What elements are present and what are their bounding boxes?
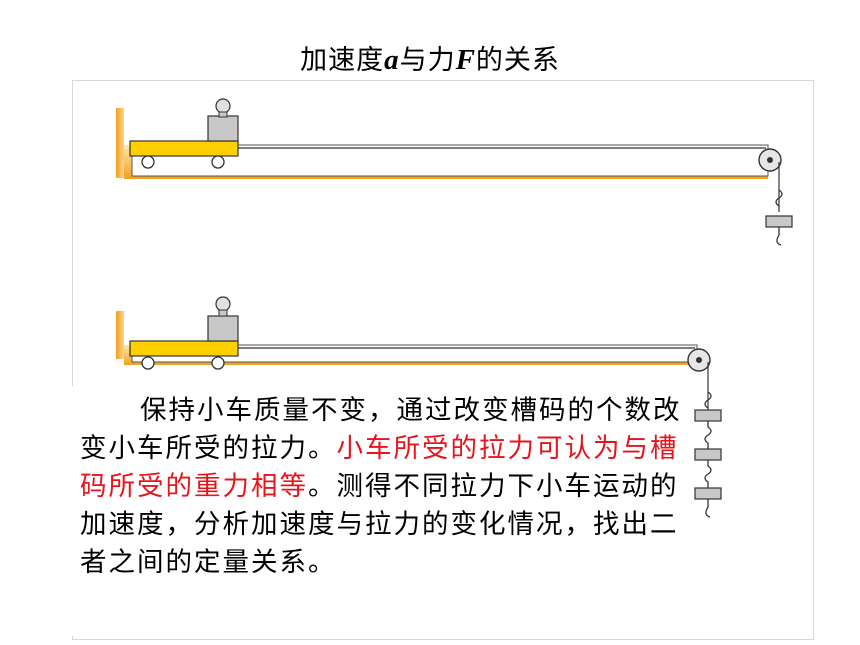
apparatus-1 <box>116 98 793 246</box>
hanging-weight <box>694 487 722 500</box>
track-surface <box>131 144 769 177</box>
end-post <box>116 108 124 178</box>
weight-knob <box>215 296 231 312</box>
hook <box>704 391 712 409</box>
hanging-weight <box>694 448 722 461</box>
hanging-weight <box>765 215 793 228</box>
weight-block <box>207 115 239 142</box>
title-text-2: 与力 <box>399 45 456 76</box>
cart <box>129 98 239 169</box>
wheel <box>141 356 155 370</box>
wheel <box>141 155 155 169</box>
end-post <box>116 311 124 359</box>
wheel <box>211 356 225 370</box>
title-text-3: 的关系 <box>475 45 560 76</box>
title-var-f: F <box>455 44 476 76</box>
description-text: 保持小车质量不变，通过改变槽码的个数改变小车所受的拉力。小车所受的拉力可认为与槽… <box>72 386 692 636</box>
wheel <box>211 155 225 169</box>
description-emphasis: 小车所受的拉力可认为与槽码所受的重力相等 <box>80 433 679 502</box>
apparatus-2 <box>116 296 722 518</box>
title-var-a: a <box>384 44 400 76</box>
description-part-2: 。测得不同拉力下小车运动的加速度，分析加速度与拉力的变化情况，找出二者之间的定量… <box>80 471 679 578</box>
cart <box>129 296 239 370</box>
weight-knob <box>215 98 231 114</box>
weight-block <box>207 315 239 342</box>
title-text-1: 加速度 <box>300 45 385 76</box>
figure-frame <box>72 80 814 640</box>
hook <box>775 189 783 207</box>
slide-title: 加速度a与力F的关系 <box>0 38 860 77</box>
hanging-weight <box>694 409 722 422</box>
description-part-1: 保持小车质量不变，通过改变槽码的个数改变小车所受的拉力。 <box>80 395 682 464</box>
